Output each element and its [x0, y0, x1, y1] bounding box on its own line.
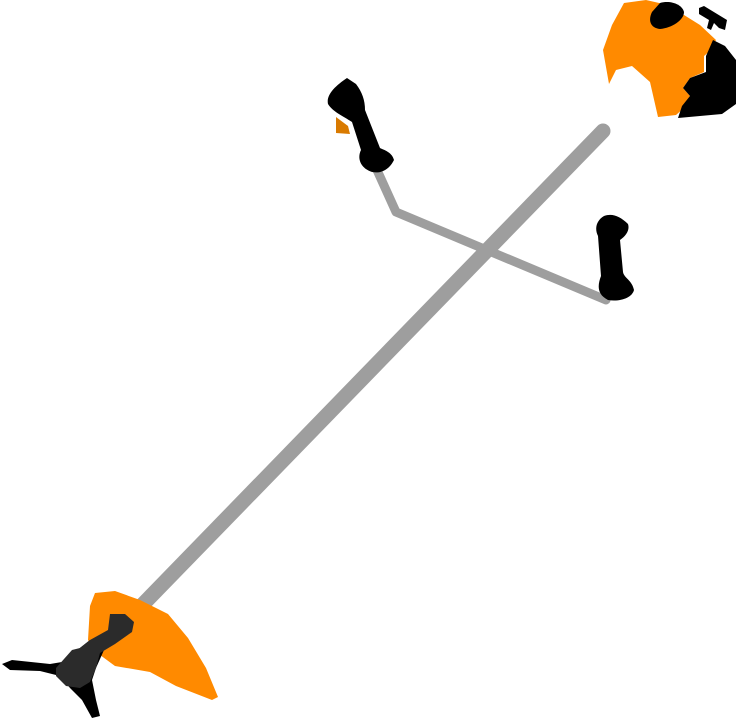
- grip-trigger: [336, 117, 350, 134]
- handlebar: [372, 165, 611, 305]
- right-grip: [596, 214, 634, 301]
- engine-housing: [603, 0, 716, 117]
- left-grip: [327, 78, 394, 173]
- shaft: [110, 123, 611, 638]
- engine-cover: [678, 40, 736, 118]
- fuel-cap: [650, 2, 684, 30]
- gear-head: [56, 614, 134, 688]
- starter-handle: [699, 6, 727, 30]
